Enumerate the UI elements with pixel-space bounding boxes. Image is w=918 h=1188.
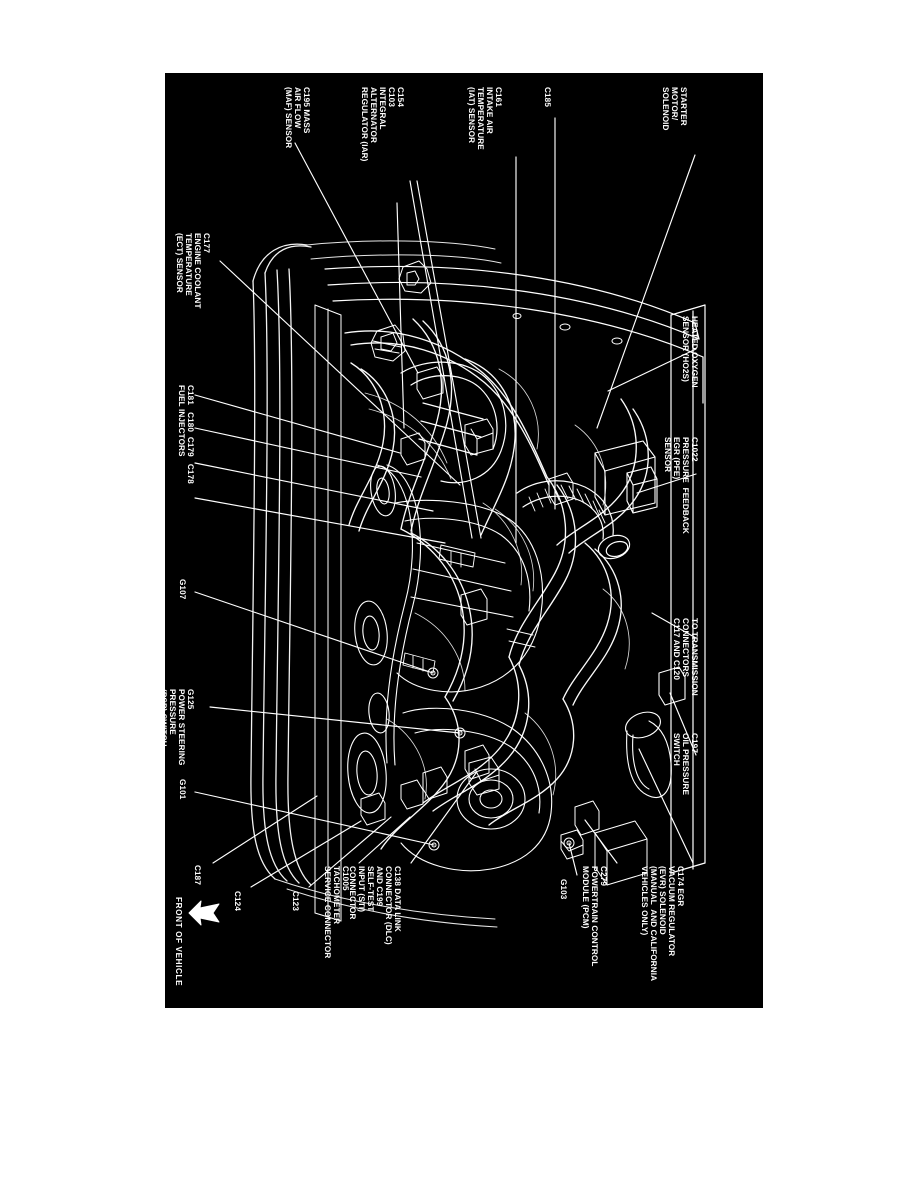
callout-c138: C138 DATA LINK CONNECTOR (DLC) AND C199 … (347, 866, 402, 945)
callout-ho2s: HEATED OXYGEN SENSOR (HO2S) (680, 316, 699, 388)
callout-g103: G103 (559, 879, 568, 900)
callout-c124: C124 (233, 891, 242, 911)
callout-starter: STARTER MOTOR/ SOLENOID (660, 87, 688, 131)
front-of-vehicle-label: FRONT OF VEHICLE (174, 897, 183, 987)
callout-g107: G107 (178, 579, 187, 600)
callout-g125: G125 POWER STEERING PRESSURE (PSP) SWITC… (165, 689, 195, 766)
callout-c197: C197 OIL PRESSURE SWITCH (671, 733, 699, 796)
arrow-left-icon (187, 898, 221, 928)
illustration-panel: C195 MASS AIR FLOW (MAF) SENSOR C154 C103… (165, 73, 763, 1008)
callout-c1022: C1022 PRESSURE FEEDBACK EGR (PFE) SENSOR (662, 437, 699, 534)
callout-c187: C187 (193, 865, 202, 885)
callout-c279: C279 POWERTRAIN CONTROL MODULE (PCM) (580, 866, 608, 967)
callout-c123: C123 (291, 891, 300, 911)
callout-c185: C185 (543, 87, 552, 107)
callout-c161: C161 INTAKE AIR TEMPERATURE (IAT) SENSOR (466, 87, 503, 150)
callout-c195: C195 MASS AIR FLOW (MAF) SENSOR (283, 87, 311, 149)
callout-c154-c103: C154 C103 INTEGRAL ALTERNATOR REGULATOR … (359, 87, 405, 162)
callout-injectors: C181 C180 C179 C178 FUEL INJECTORS (176, 385, 195, 484)
callout-c174: C174 EGR VACUUM REGULATOR (EVR) SOLENOID… (639, 866, 685, 982)
callout-g101: G101 (178, 779, 187, 800)
callout-c177: C177 ENGINE COOLANT TEMPERATURE (ECT) SE… (174, 233, 211, 309)
callout-trans: TO TRANSMISSION CONNECTORS C117 AND C120 (671, 618, 699, 696)
callout-c1005: C1005 TACHOMETER SERVICE CONNECTOR (322, 866, 350, 959)
